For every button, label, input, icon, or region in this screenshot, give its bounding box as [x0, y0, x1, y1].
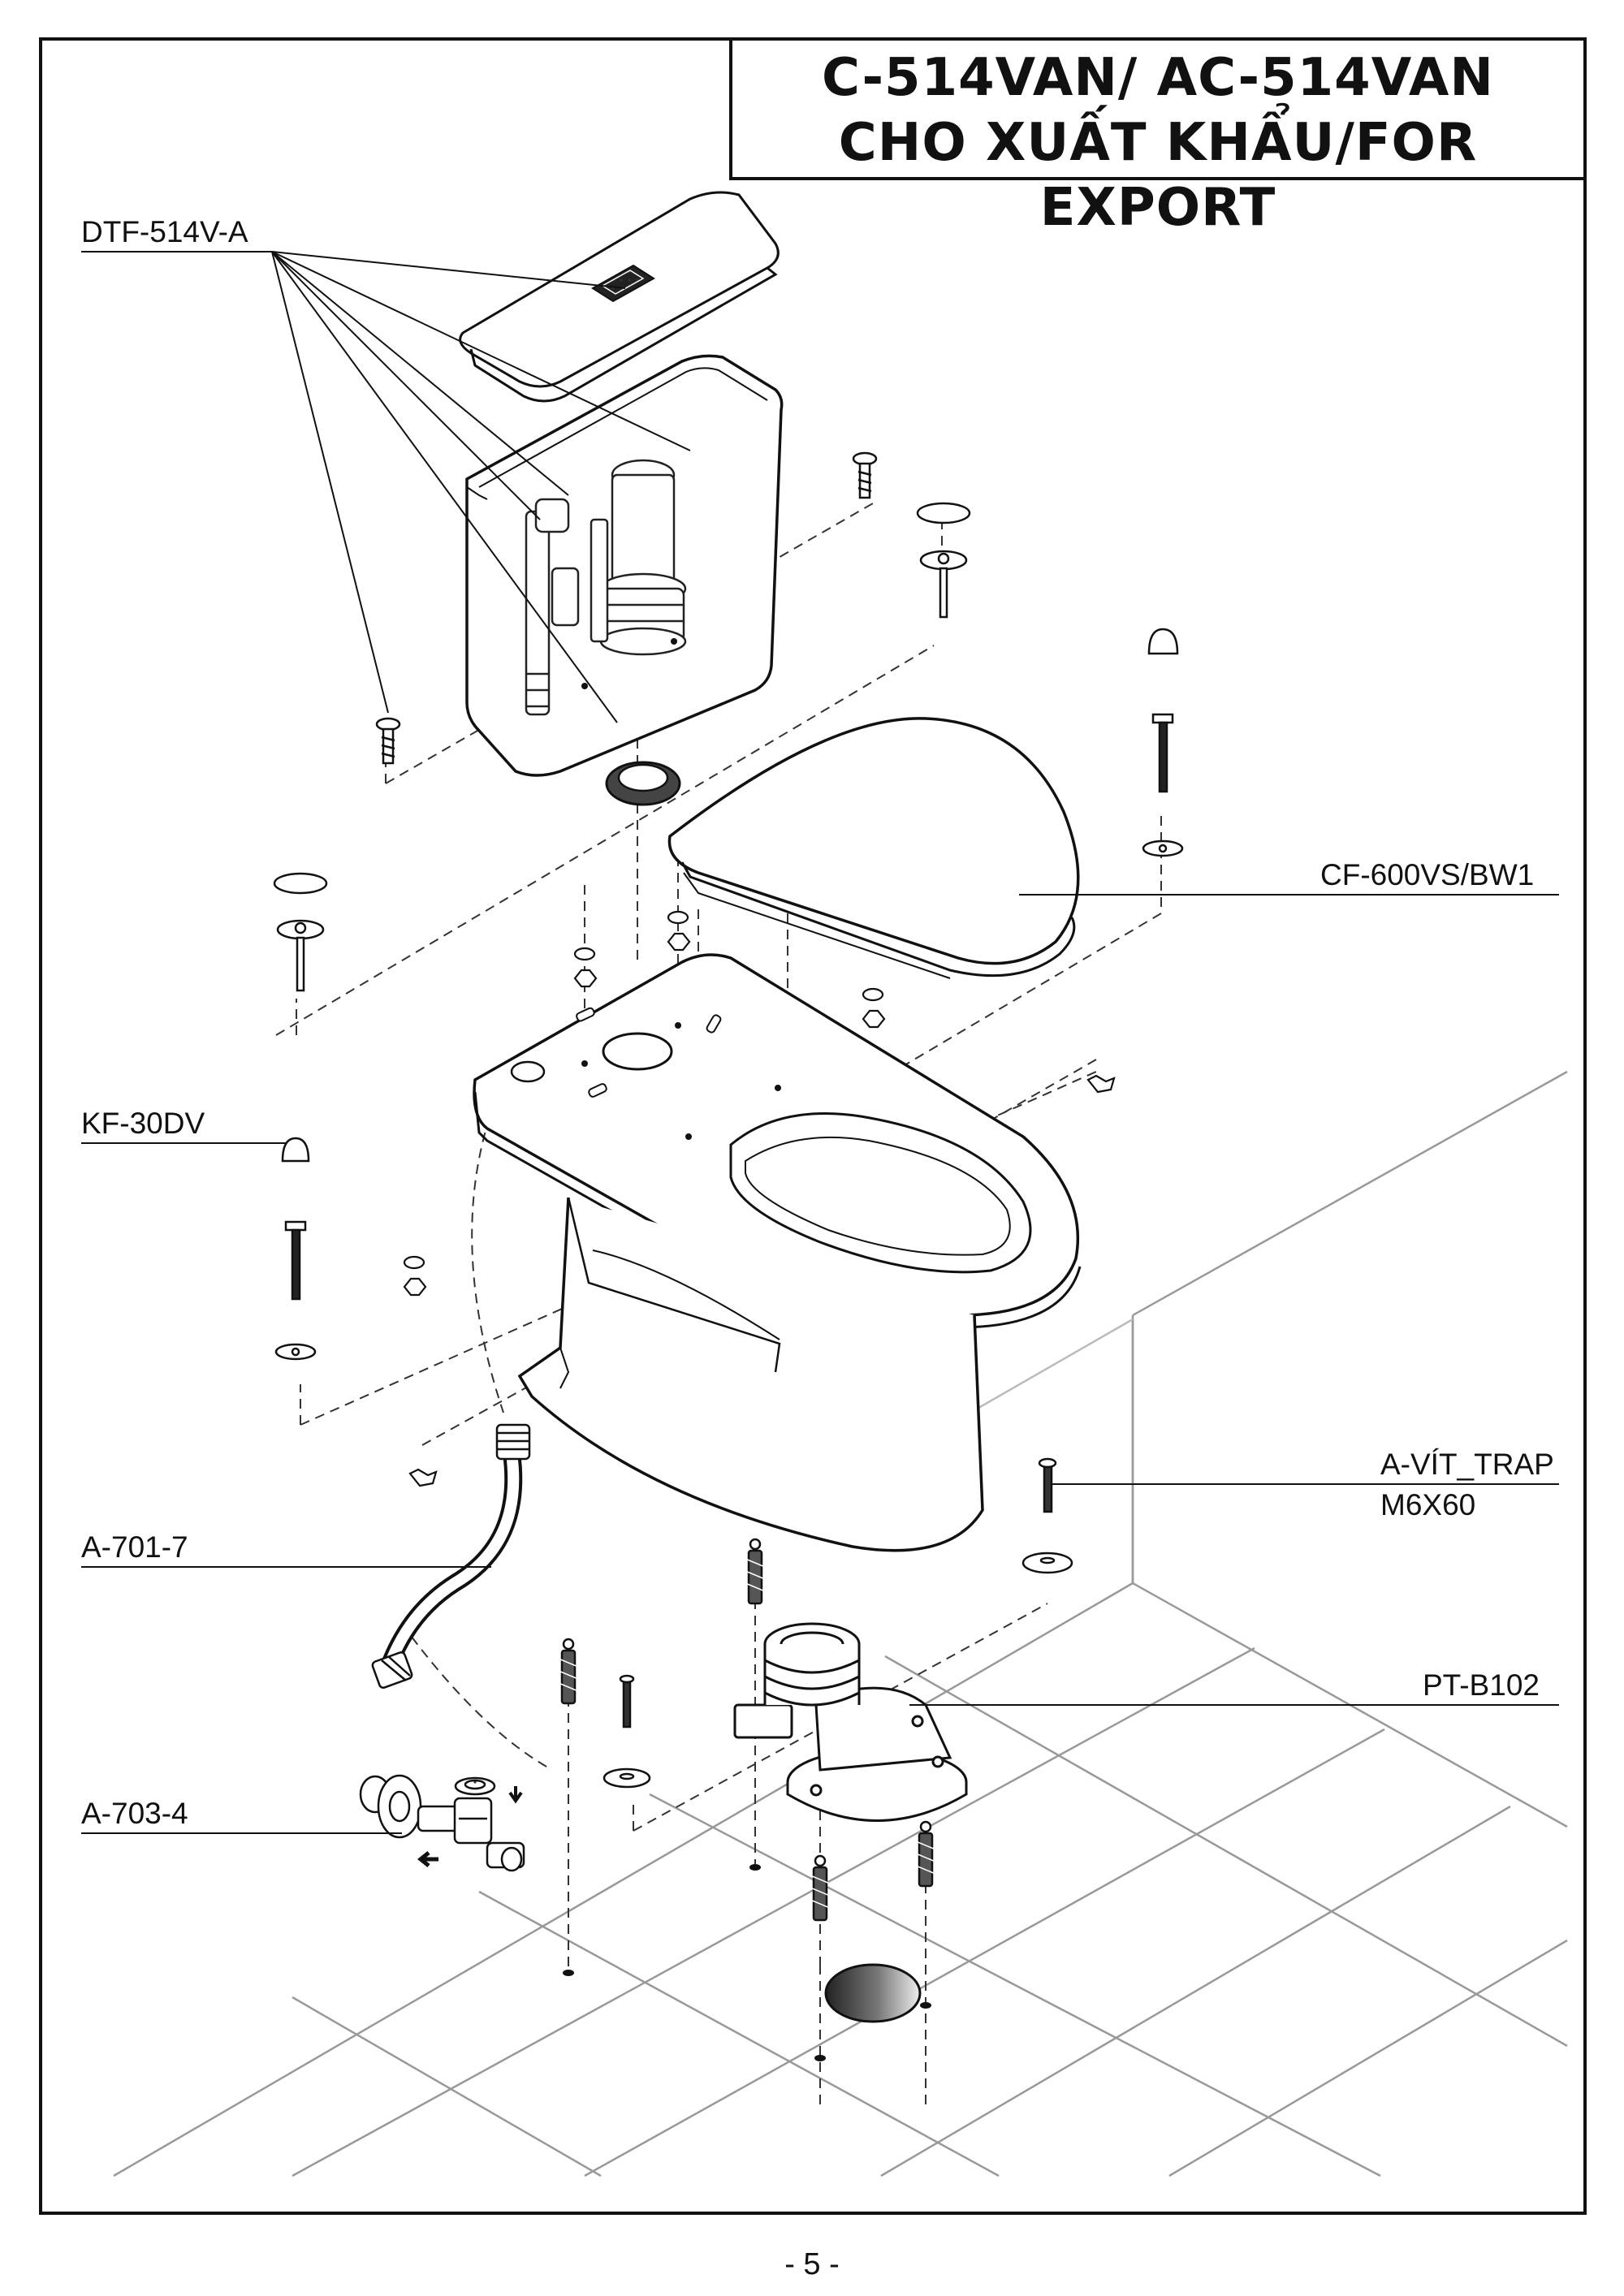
page-number: - 5 - — [784, 2247, 840, 2281]
anchor-screw — [915, 1820, 936, 1888]
angle-valve-icon — [359, 1774, 525, 1872]
part-label-flange: PT-B102 — [1423, 1668, 1540, 1702]
seat-bolt-cap-right — [1142, 628, 1184, 857]
model-title: C-514VAN/ AC-514VAN — [822, 48, 1494, 108]
part-label-trap-screw: A-VÍT_TRAP — [1380, 1448, 1554, 1481]
part-label-trap-screw-spec: M6X60 — [1380, 1488, 1476, 1521]
tank-bolt-left — [375, 717, 401, 765]
trap-screw-icon — [1021, 1457, 1073, 1574]
part-label-hose: A-701-7 — [81, 1530, 188, 1564]
wing-nuts — [408, 1074, 1116, 1487]
toilet-seat-lid — [667, 717, 1080, 979]
floor-drain — [824, 1963, 922, 2023]
floor-anchor-holes — [563, 1864, 931, 2061]
anchor-screw — [558, 1638, 579, 1705]
tank-gasket — [605, 761, 681, 806]
screw — [619, 1674, 635, 1728]
nut-washer-set — [403, 910, 886, 1297]
part-label-valve: A-703-4 — [81, 1797, 188, 1830]
title-box: C-514VAN/ AC-514VAN CHO XUẤT KHẨU/FOR EX… — [729, 37, 1587, 238]
flush-valve — [590, 459, 687, 656]
floor-flange-icon — [733, 1622, 968, 1822]
part-label-bolt-cap: KF-30DV — [81, 1107, 205, 1140]
push-button-icon — [591, 264, 655, 303]
bowl-bolt-cap-left — [274, 1137, 317, 1361]
anchor-screws — [558, 1538, 936, 1922]
tank-mount-set-left — [273, 872, 328, 992]
tank-lid — [459, 191, 780, 403]
part-label-seat: CF-600VS/BW1 — [1320, 858, 1535, 891]
anchor-screw — [810, 1854, 831, 1922]
export-subtitle: CHO XUẤT KHẨU/FOR EXPORT — [838, 113, 1478, 238]
anchor-screw — [745, 1538, 766, 1605]
part-label-tank-lid: DTF-514V-A — [81, 215, 248, 248]
tank-bolt-right — [852, 451, 878, 499]
leader-lines — [81, 251, 1559, 1834]
flex-hose-icon — [371, 1423, 531, 1689]
toilet-bowl — [473, 953, 1082, 1552]
tank-mount-set-right — [916, 502, 971, 619]
